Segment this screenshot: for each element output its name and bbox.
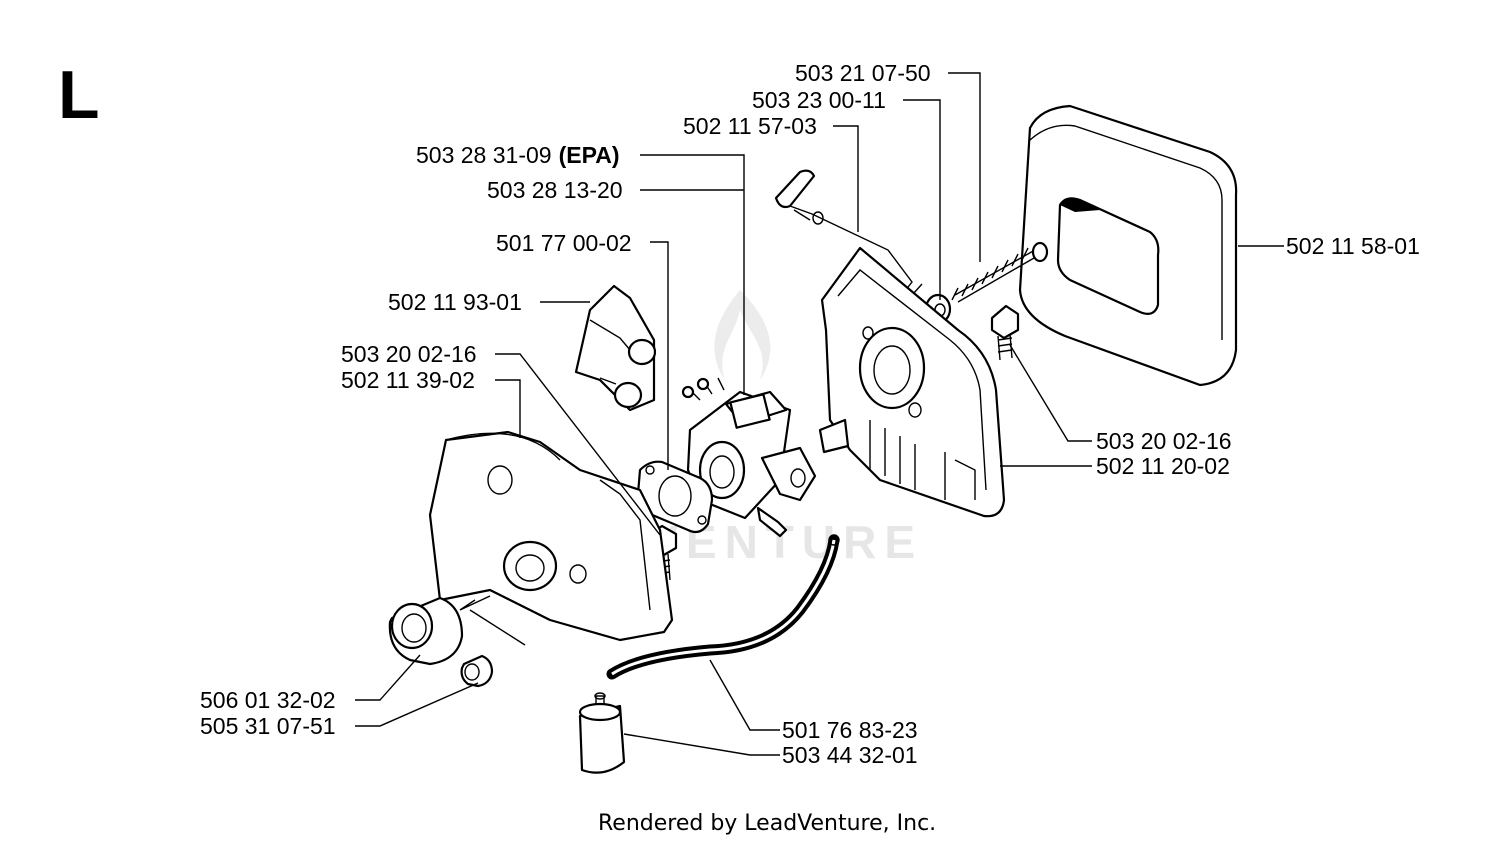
label-503-28-13-20: 503 28 13-20 [487,177,623,203]
label-501-76-83-23: 501 76 83-23 [782,717,918,743]
label-502-11-93-01: 502 11 93-01 [388,289,522,315]
label-501-77-00-02: 501 77 00-02 [496,230,632,256]
intake-cover-part[interactable] [428,430,674,642]
label-503-28-31-09-number: 503 28 31-09 [416,142,552,168]
label-502-11-39-02: 502 11 39-02 [341,367,475,393]
label-503-44-32-01: 503 44 32-01 [782,742,918,768]
intake-boot-part[interactable] [574,284,657,412]
label-503-28-31-09: 503 28 31-09 (EPA) [416,142,619,168]
label-503-21-07-50: 503 21 07-50 [795,60,931,86]
label-503-23-00-11: 503 23 00-11 [752,87,886,113]
fuel-hose-part[interactable] [606,534,840,680]
part-labels: 503 21 07-50 503 23 00-11 502 11 57-03 5… [200,60,1420,768]
fuel-filter-part[interactable] [578,692,626,774]
carburetor-housing-part[interactable] [818,246,1006,518]
gasket-part[interactable] [636,460,714,534]
label-503-20-02-16-right: 503 20 02-16 [1096,428,1232,454]
label-502-11-57-03: 502 11 57-03 [683,113,817,139]
section-letter: L [58,57,100,133]
bolt-right-part[interactable] [990,304,1020,361]
label-506-01-32-02: 506 01 32-02 [200,687,336,713]
footer-credit: Rendered by LeadVenture, Inc. [598,811,936,836]
label-epa-suffix: (EPA) [559,142,620,168]
spring-screw-part[interactable] [951,241,1049,303]
bushing-part[interactable] [460,654,494,688]
label-503-20-02-16-left: 503 20 02-16 [341,341,477,367]
label-502-11-20-02: 502 11 20-02 [1096,453,1230,479]
air-filter-part[interactable] [1018,104,1238,387]
filter-sleeve-part[interactable] [388,596,464,666]
label-502-11-58-01: 502 11 58-01 [1286,233,1420,259]
carburetor-part[interactable] [681,377,817,538]
leader-lines [355,72,1284,756]
label-505-31-07-51: 505 31 07-51 [200,713,336,739]
flame-logo-icon [714,290,771,380]
